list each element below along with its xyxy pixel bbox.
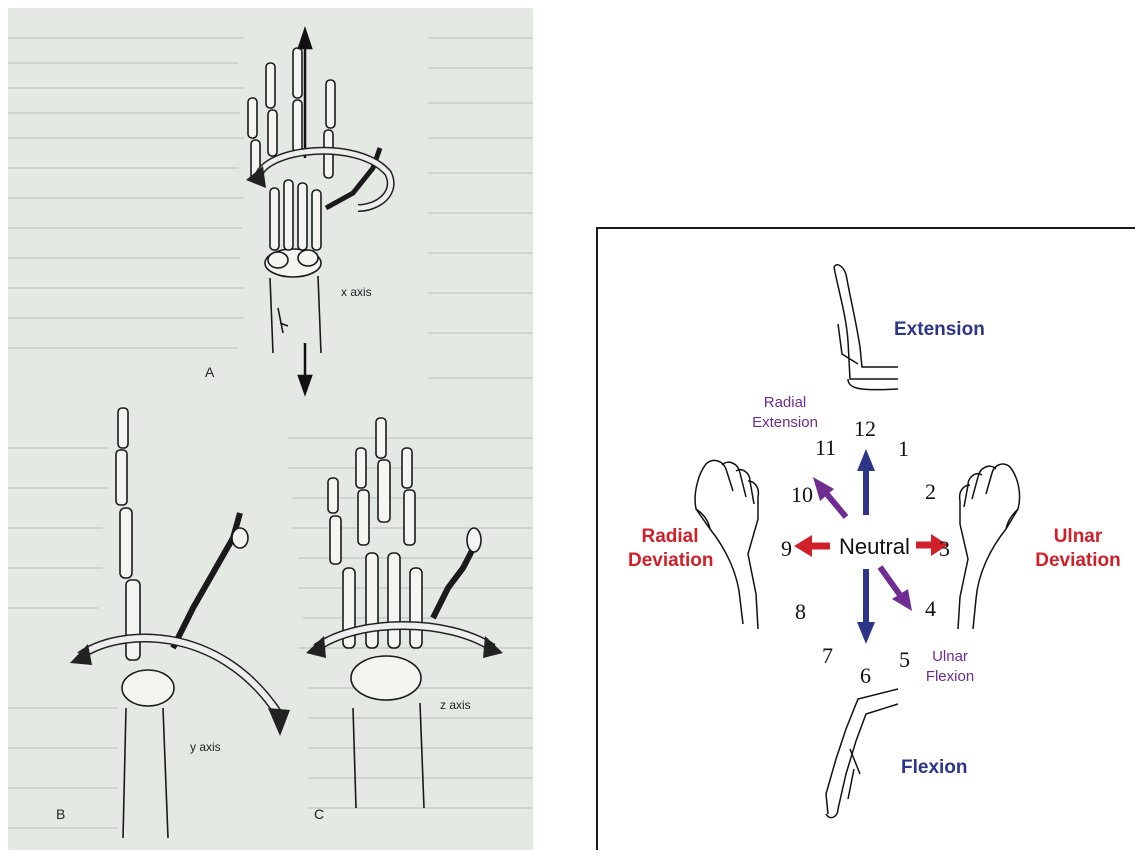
clock-number-12: 12	[854, 416, 876, 442]
panel-b-letter: B	[56, 806, 65, 822]
clock-number-10: 10	[791, 482, 813, 508]
panel-b-axis-label: y axis	[190, 740, 221, 754]
ulnar-deviation-label: Ulnar Deviation	[1028, 525, 1128, 573]
neutral-label: Neutral	[839, 534, 910, 560]
flexion-arrowhead	[857, 622, 875, 644]
radial-extension-label: Radial Extension	[746, 393, 824, 433]
extension-label: Extension	[894, 319, 985, 341]
clock-number-9: 9	[781, 536, 792, 562]
ulnar-deviation-line-1: Ulnar	[1028, 525, 1128, 549]
panel-c-rotation-arrow	[306, 626, 503, 659]
radial-extension-line-1: Radial	[746, 393, 824, 413]
panel-c-axis-label: z axis	[440, 698, 471, 712]
panel-b-rotation-arrow	[70, 638, 290, 736]
clock-number-8: 8	[795, 599, 806, 625]
wrist-axes-illustration: A x axis B y axis C z axis	[8, 8, 533, 850]
panel-a-hand	[248, 48, 380, 353]
clock-number-4: 4	[925, 596, 936, 622]
ulnar-flexion-line-1: Ulnar	[920, 647, 980, 667]
radial-deviation-line-1: Radial	[628, 525, 712, 549]
flexion-label: Flexion	[901, 757, 968, 779]
wrist-motion-clock-diagram: Neutral 12 1 2 3 4 5 6 7 8 9 10 11 Exten…	[596, 227, 1135, 850]
panel-b-hand	[116, 408, 248, 838]
clock-number-6: 6	[860, 663, 871, 689]
radial-deviation-label: Radial Deviation	[628, 525, 712, 573]
clock-number-2: 2	[925, 479, 936, 505]
radial-extension-line-2: Extension	[746, 413, 824, 433]
panel-a-letter: A	[205, 364, 214, 380]
radial-deviation-line-2: Deviation	[628, 549, 712, 573]
ulnar-flexion-label: Ulnar Flexion	[920, 647, 980, 687]
panel-c-letter: C	[314, 806, 324, 822]
radial-extension-arrow	[826, 493, 846, 517]
ulnar-flexion-arrow	[880, 567, 900, 595]
extension-arrowhead	[857, 449, 875, 471]
ulnar-deviation-line-2: Deviation	[1028, 549, 1128, 573]
clock-number-1: 1	[898, 436, 909, 462]
radial-deviation-arrowhead	[794, 535, 812, 557]
clock-number-7: 7	[822, 643, 833, 669]
ulnar-deviation-hand-sketch	[958, 464, 1020, 629]
clock-number-11: 11	[815, 435, 836, 461]
extension-hand-sketch	[834, 265, 898, 390]
clock-number-5: 5	[899, 647, 910, 673]
hand-skeleton-drawings	[8, 8, 533, 850]
clock-number-3: 3	[939, 536, 950, 562]
flexion-hand-sketch	[826, 689, 898, 818]
panel-c-hand	[328, 418, 481, 808]
ulnar-flexion-line-2: Flexion	[920, 667, 980, 687]
panel-a-axis-label: x axis	[341, 285, 372, 299]
